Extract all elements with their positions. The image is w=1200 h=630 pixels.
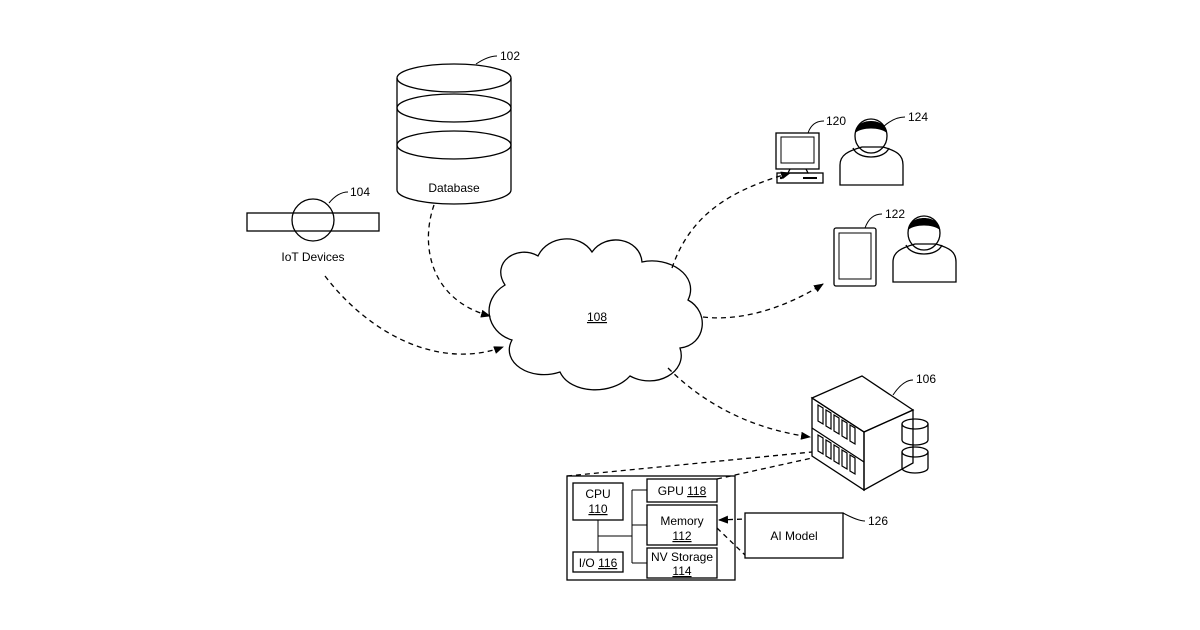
- tablet-icon: [834, 228, 876, 286]
- database-to-network-arrow: [428, 205, 490, 316]
- ai-model-ref-leader: [843, 513, 865, 521]
- network-to-tablet-arrow: [703, 284, 823, 318]
- gpu-label: GPU 118: [658, 484, 707, 498]
- server-rack-icon: [812, 376, 913, 490]
- desktop-ref-leader: [808, 121, 824, 133]
- database-ref: 102: [500, 49, 520, 63]
- memory-to-ai-model-arrow: [719, 519, 745, 520]
- desktop-computer-icon: [776, 133, 823, 183]
- server-disk-icon: [902, 419, 928, 473]
- tablet-ref: 122: [885, 207, 905, 221]
- server-ref: 106: [916, 372, 936, 386]
- ai-model-to-memory-dashed: [717, 528, 745, 555]
- server-components-panel: CPU 110 I/O 116 GPU 118 Memory 112 NV St…: [567, 476, 735, 580]
- tablet-user-icon: [893, 216, 956, 282]
- iot-label: IoT Devices: [281, 250, 344, 264]
- network-to-server-arrow: [668, 368, 810, 437]
- network-ref: 108: [587, 310, 607, 324]
- server-detail-line-upper: [567, 452, 812, 476]
- iot-to-network-arrow: [325, 276, 503, 354]
- ai-model-label: AI Model: [770, 529, 817, 543]
- iot-ref: 104: [350, 185, 370, 199]
- cpu-label: CPU: [585, 487, 610, 501]
- database-label: Database: [428, 181, 480, 195]
- nv-storage-ref: 114: [672, 564, 691, 578]
- memory-label: Memory: [660, 514, 703, 528]
- memory-ref: 112: [672, 529, 691, 543]
- nv-storage-label: NV Storage: [651, 550, 713, 564]
- user-icon: [840, 119, 903, 185]
- iot-ref-leader: [329, 192, 348, 203]
- user-ref: 124: [908, 110, 928, 124]
- user-ref-leader: [883, 117, 905, 127]
- network-to-desktop-arrow: [672, 173, 790, 268]
- tablet-ref-leader: [865, 214, 882, 228]
- cpu-ref: 110: [588, 502, 607, 516]
- io-label: I/O 116: [579, 556, 618, 570]
- ai-model-ref: 126: [868, 514, 888, 528]
- database-ref-leader: [476, 56, 497, 64]
- desktop-ref: 120: [826, 114, 846, 128]
- server-ref-leader: [893, 380, 913, 395]
- iot-device-icon: [247, 199, 379, 241]
